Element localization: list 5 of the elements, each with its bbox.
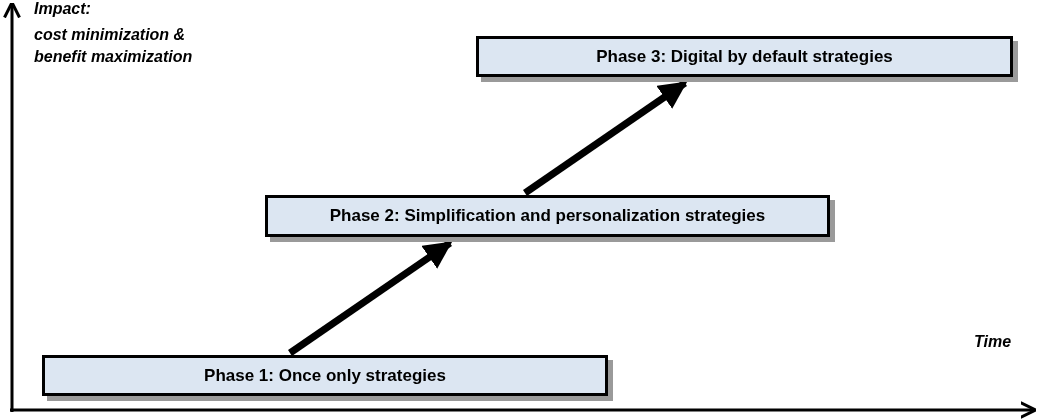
axis-label: cost minimization & benefit maximization	[34, 25, 194, 67]
arrow	[288, 240, 453, 356]
axis-label: Impact:	[34, 0, 91, 18]
arrow	[523, 80, 688, 196]
axis-label: Time	[974, 333, 1012, 351]
